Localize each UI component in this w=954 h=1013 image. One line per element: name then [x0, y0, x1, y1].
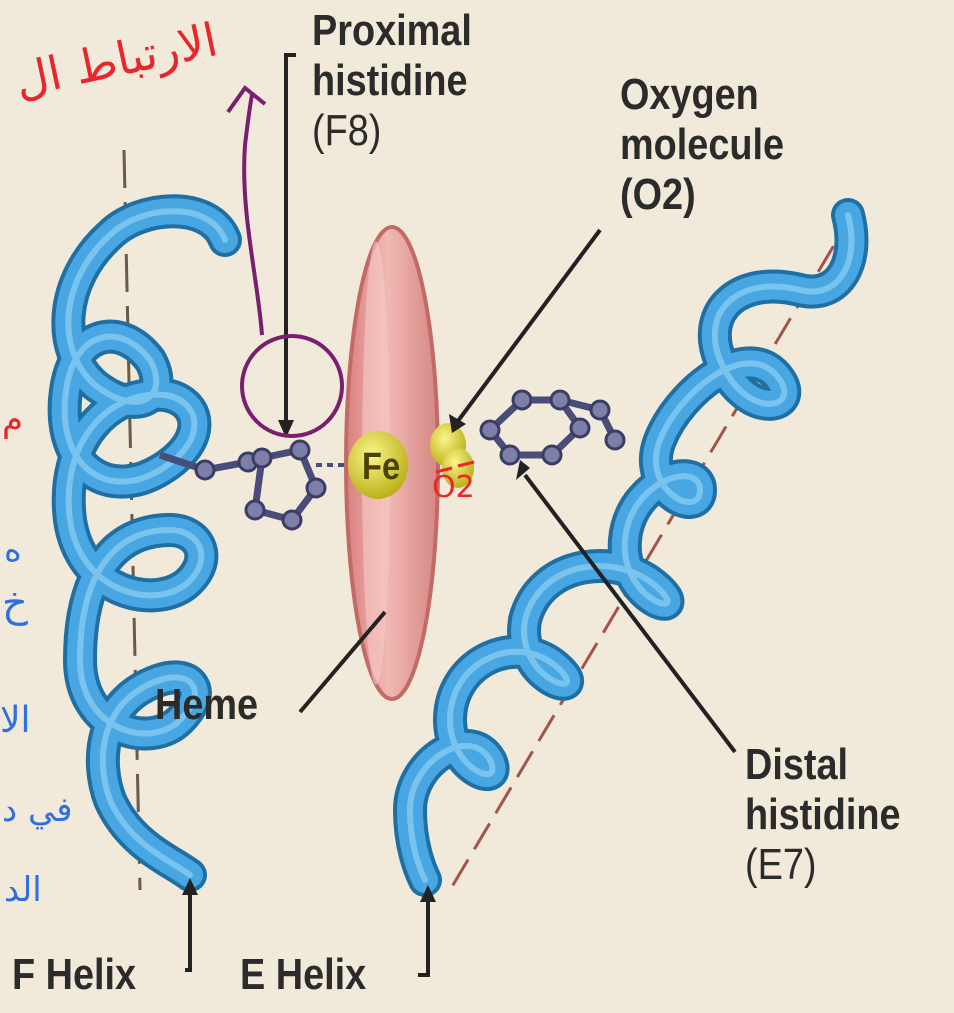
- oxygen-arrowhead: [449, 414, 466, 433]
- proximal-line-3: (F8): [312, 106, 382, 155]
- proximal-line-2: histidine: [312, 56, 468, 105]
- purple-arrow-annotation: [242, 94, 264, 336]
- oxygen-line-1: Oxygen: [620, 70, 759, 119]
- fe-iron-atom: [348, 431, 408, 499]
- f-helix-ribbon: [47, 194, 242, 892]
- purple-arrowhead-annotation: [226, 85, 267, 114]
- heme-leader: [298, 610, 387, 714]
- distal-line-2: histidine: [745, 790, 901, 839]
- f-helix-arrowhead: [182, 878, 198, 895]
- oxygen-line-3: (O2): [620, 170, 696, 219]
- proximal-arrowhead: [278, 420, 294, 438]
- e-helix-label: E Helix: [240, 950, 367, 999]
- arabic-fragment-6: الد: [4, 870, 42, 910]
- oxygen-molecule-atoms: [430, 423, 474, 488]
- f-helix-label: F Helix: [12, 950, 137, 999]
- oxygen-molecule-label: Oxygen molecule (O2): [620, 70, 784, 220]
- oxygen-line-2: molecule: [620, 120, 785, 169]
- distal-leader: [523, 473, 737, 754]
- arabic-fragment-3: خ: [2, 580, 28, 626]
- oxygen-leader: [453, 228, 602, 427]
- distal-line-3: (E7): [745, 840, 817, 889]
- fe-label: Fe: [362, 446, 401, 488]
- proximal-line-1: Proximal: [312, 6, 472, 55]
- arabic-fragment-4: الا: [0, 700, 31, 741]
- arabic-fragment-5: في د: [2, 790, 73, 830]
- e-helix-leader: [418, 892, 430, 977]
- handwritten-marks: [226, 85, 475, 474]
- distal-arrowhead: [516, 460, 530, 480]
- distal-line-1: Distal: [745, 740, 849, 789]
- distal-histidine-molecule: [479, 389, 626, 466]
- heme-label: Heme: [155, 680, 259, 729]
- arabic-fragment-1: م: [2, 400, 24, 440]
- e-helix-arrowhead: [420, 885, 436, 902]
- f-helix-leader: [185, 885, 192, 972]
- proximal-leader: [284, 53, 296, 430]
- red-o2-overline: [435, 460, 475, 474]
- leader-lines: [182, 53, 737, 977]
- distal-histidine-label: Distal histidine (E7): [745, 740, 901, 890]
- e-helix-ribbon: [393, 198, 869, 897]
- proximal-histidine-molecule: [158, 439, 345, 531]
- arabic-fragment-2: ه: [4, 530, 22, 570]
- purple-circle-annotation: [240, 334, 344, 438]
- proximal-histidine-label: Proximal histidine (F8): [312, 6, 472, 156]
- o2-handwritten-note: O2: [432, 470, 475, 505]
